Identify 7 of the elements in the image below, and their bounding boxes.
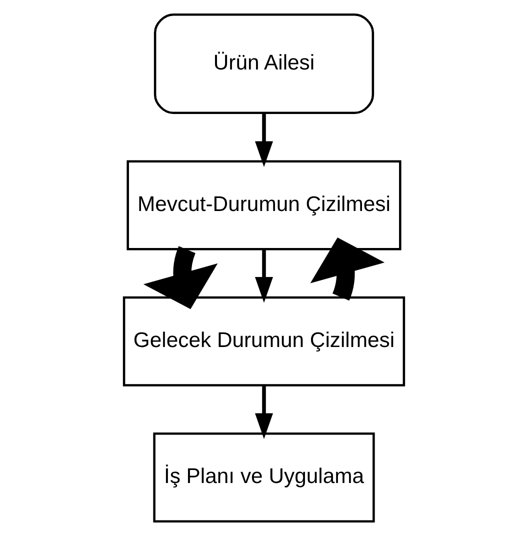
arrow xyxy=(254,250,273,303)
arrow xyxy=(254,113,273,168)
node-box: Gelecek Durumun Çizilmesi xyxy=(122,296,405,386)
arrow xyxy=(254,386,273,439)
node-box: Mevcut-Durumun Çizilmesi xyxy=(126,160,401,250)
node-box: İş Planı ve Uygulama xyxy=(152,432,374,523)
node-box: Ürün Ailesi xyxy=(153,13,374,114)
